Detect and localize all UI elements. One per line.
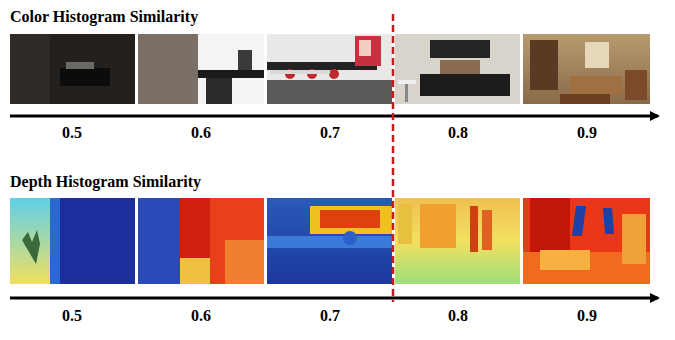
depth-map-4	[395, 198, 520, 284]
color-photo-4	[395, 34, 520, 104]
color-photo-1	[10, 34, 135, 104]
color-photo-5	[523, 34, 650, 104]
color-photo-2	[138, 34, 264, 104]
axis-value: 0.8	[448, 308, 468, 324]
axis-value: 0.6	[191, 308, 211, 324]
color-photo-3	[267, 34, 392, 104]
row-title: Color Histogram Similarity	[10, 9, 198, 25]
axis-value: 0.7	[320, 125, 340, 141]
threshold-line	[392, 14, 395, 302]
axis-value: 0.9	[577, 308, 597, 324]
axis-arrow	[10, 115, 658, 118]
axis-value: 0.7	[320, 308, 340, 324]
axis-arrow	[10, 297, 658, 300]
axis-value: 0.8	[448, 125, 468, 141]
depth-map-5	[523, 198, 650, 284]
axis-value: 0.5	[62, 125, 82, 141]
depth-map-2	[138, 198, 264, 284]
axis-value: 0.6	[191, 125, 211, 141]
row-title: Depth Histogram Similarity	[10, 174, 201, 190]
depth-map-1	[10, 198, 135, 284]
axis-value: 0.5	[62, 308, 82, 324]
depth-map-3	[267, 198, 392, 284]
axis-value: 0.9	[577, 125, 597, 141]
